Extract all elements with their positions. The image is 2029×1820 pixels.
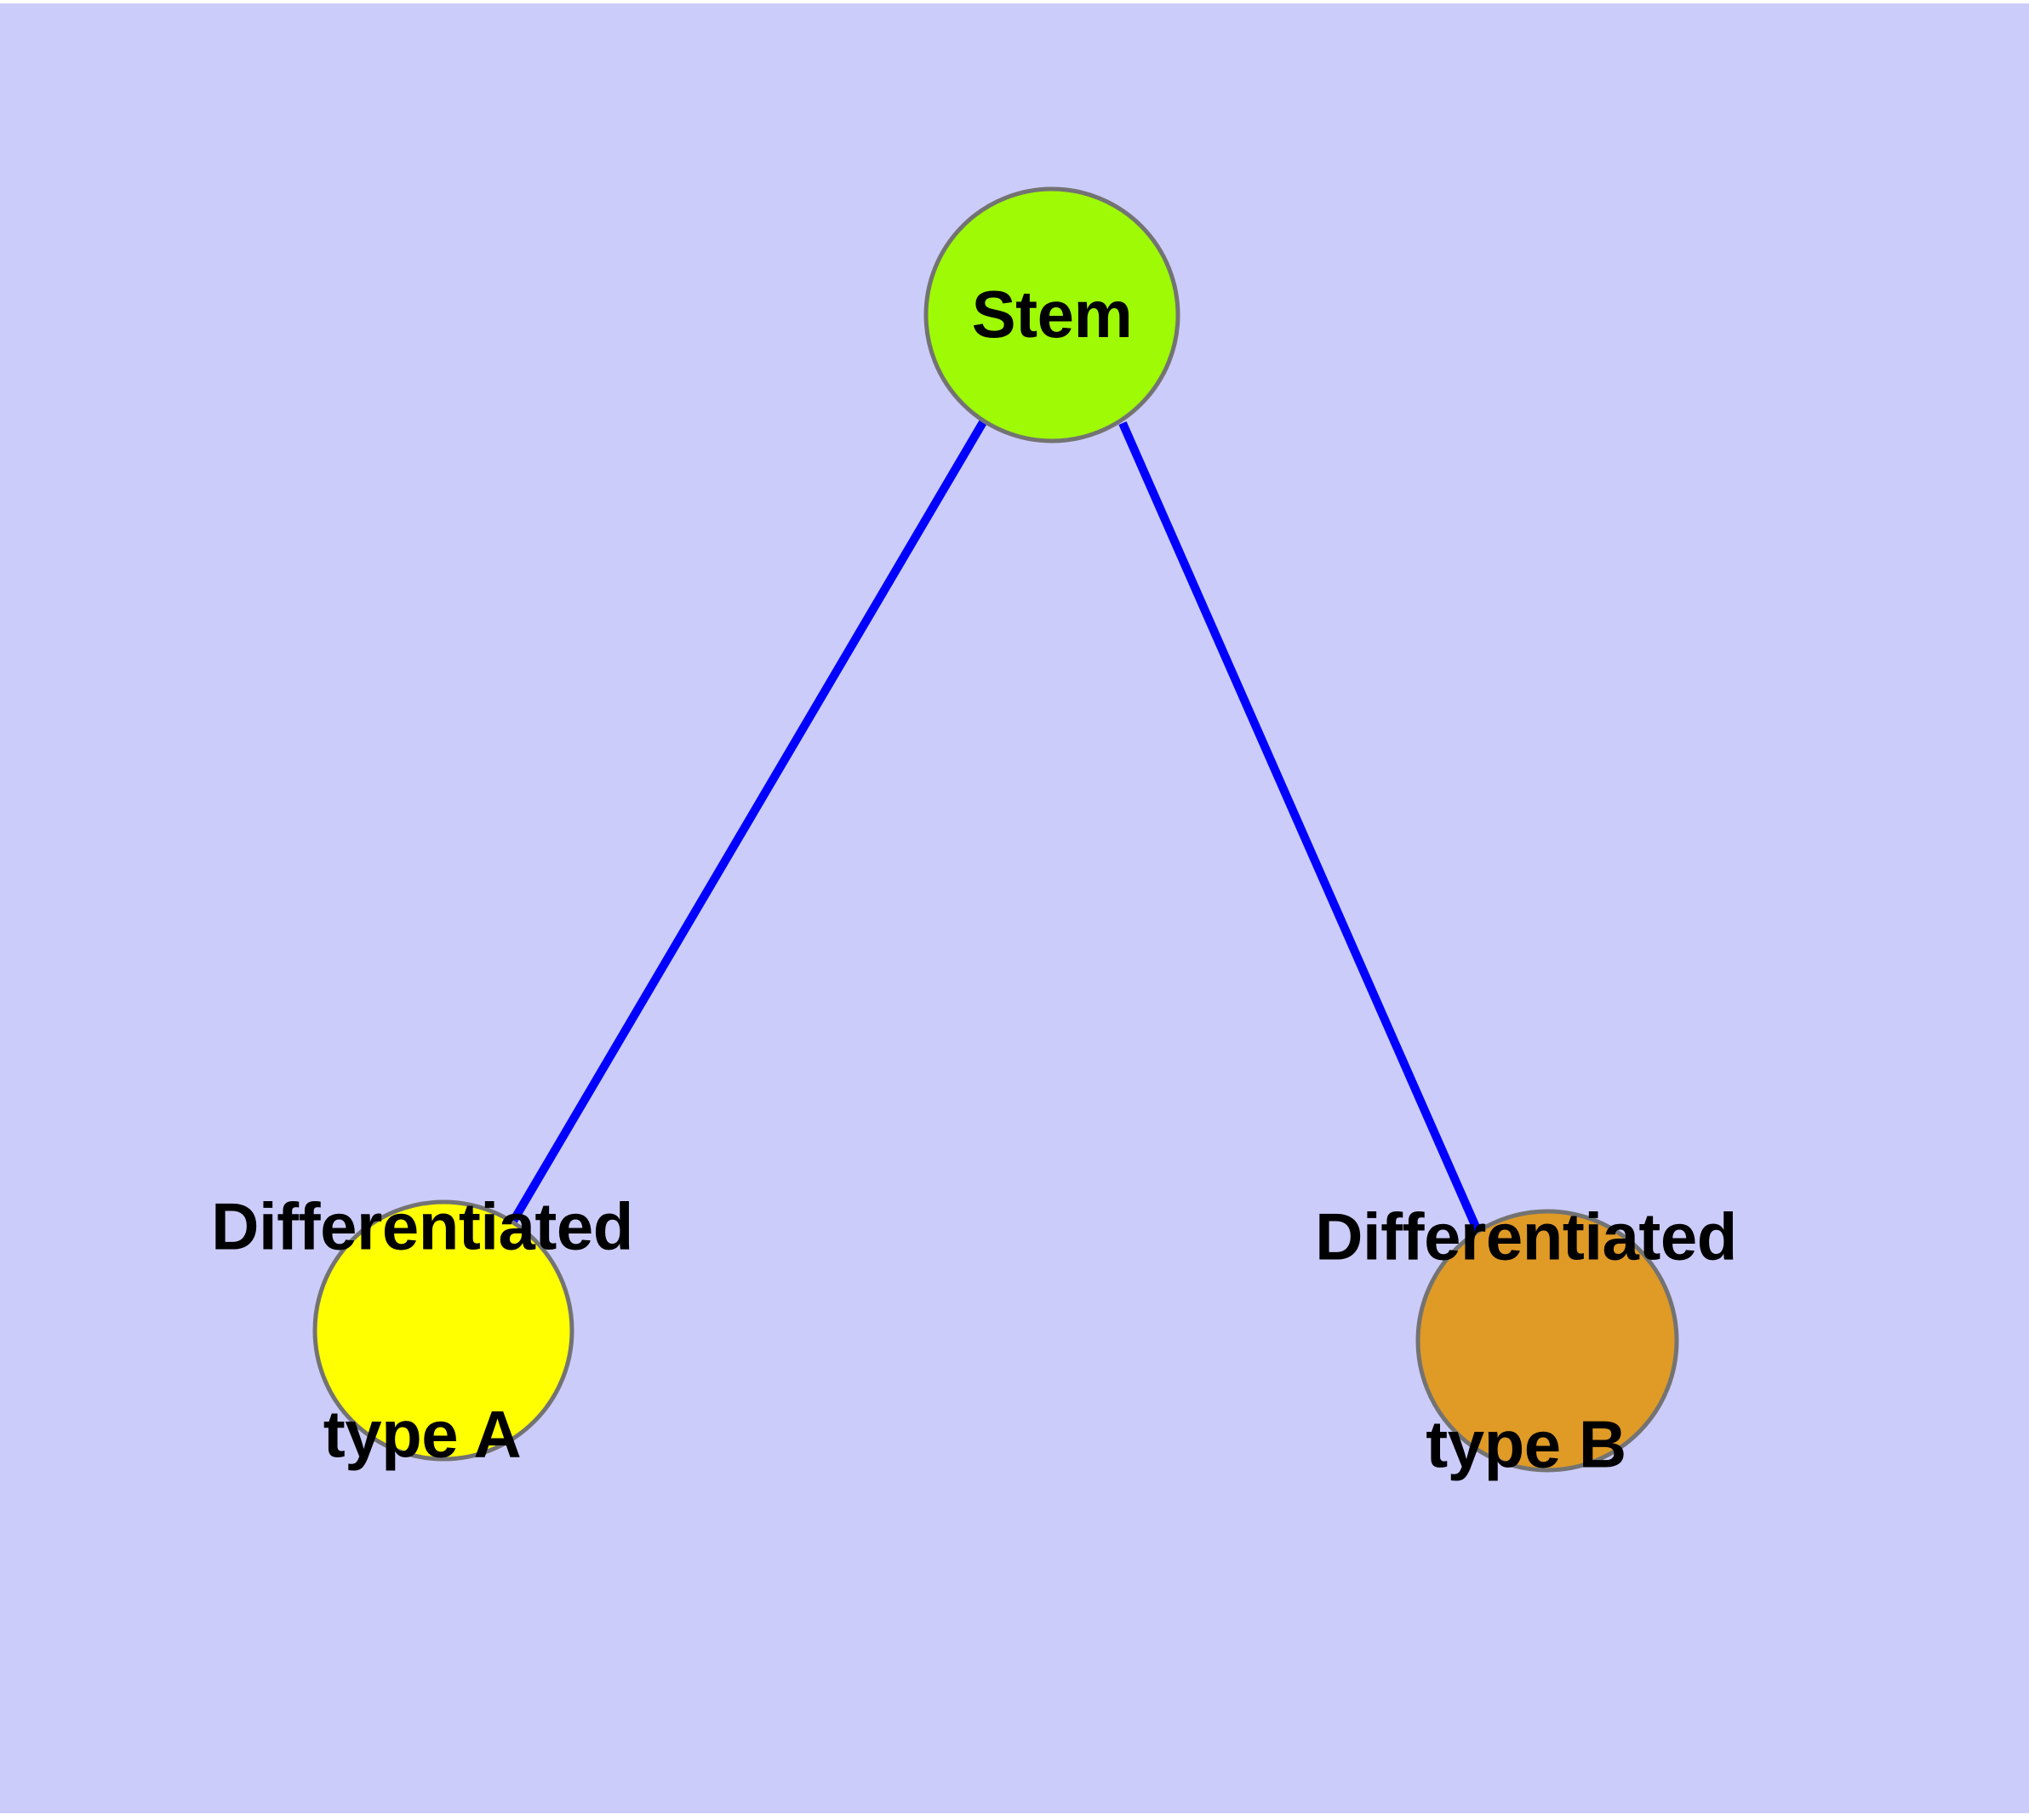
node-layer xyxy=(312,186,1679,1473)
edge-stem-to-differentiated-type-b[interactable] xyxy=(1118,421,1483,1235)
node-stem[interactable] xyxy=(923,186,1180,444)
edge-layer xyxy=(507,420,1483,1235)
node-differentiated-type-a[interactable] xyxy=(312,1199,574,1462)
node-differentiated-type-b[interactable] xyxy=(1415,1209,1679,1473)
edge-stem-to-differentiated-type-a[interactable] xyxy=(507,420,987,1227)
